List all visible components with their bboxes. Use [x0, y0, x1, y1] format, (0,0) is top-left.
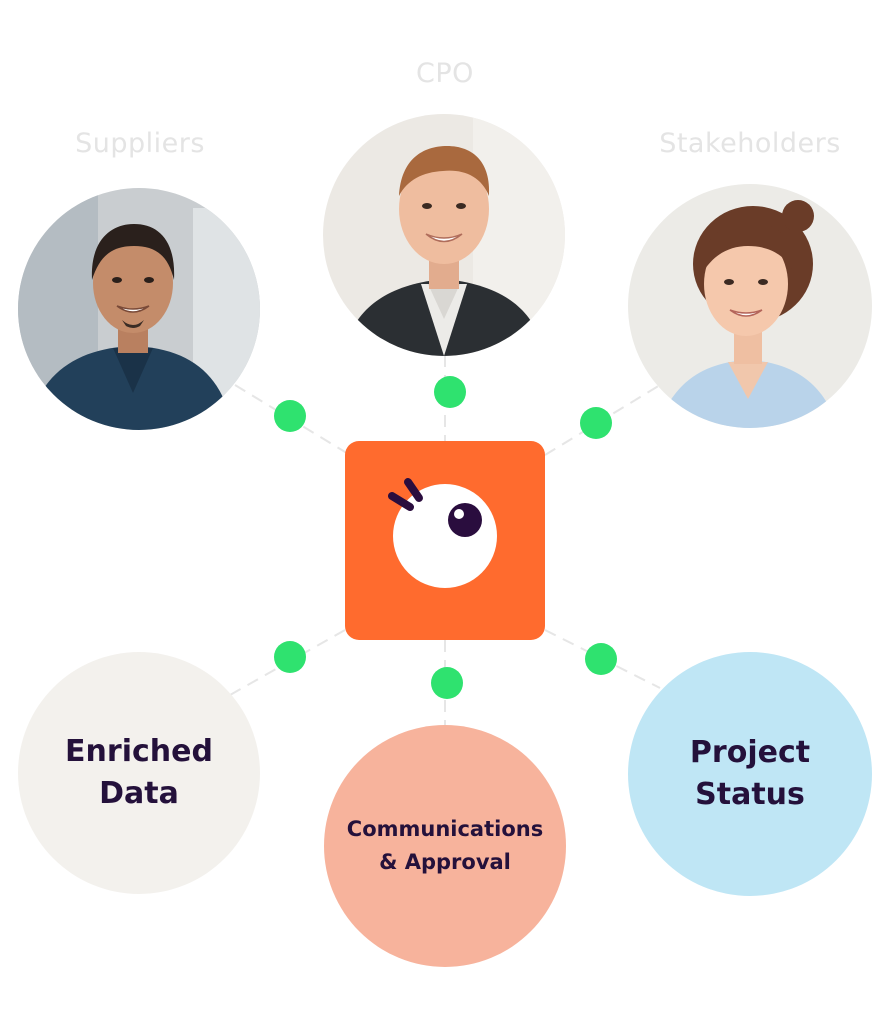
- communications-label: Communications & Approval: [346, 817, 544, 874]
- connector-dot-communications: [431, 667, 463, 699]
- enriched-data-bubble: Enriched Data: [18, 652, 260, 894]
- eye-logo-icon: [345, 441, 545, 640]
- connector-dot-cpo: [434, 376, 466, 408]
- communications-bubble: Communications & Approval: [324, 725, 566, 967]
- connector-dot-stakeholders: [580, 407, 612, 439]
- suppliers-avatar: [18, 188, 260, 430]
- project-status-bubble: Project Status: [628, 652, 872, 896]
- enriched-data-label: Enriched Data: [65, 734, 213, 811]
- cpo-avatar: [323, 114, 565, 356]
- project-status-label: Project Status: [689, 735, 811, 812]
- connector-dot-suppliers: [274, 400, 306, 432]
- stakeholders-avatar: [628, 184, 872, 428]
- suppliers-label: Suppliers: [75, 128, 205, 159]
- connector-dot-enriched: [274, 641, 306, 673]
- cpo-label: CPO: [416, 58, 474, 89]
- stakeholders-label: Stakeholders: [659, 128, 841, 159]
- connector-dot-status: [585, 643, 617, 675]
